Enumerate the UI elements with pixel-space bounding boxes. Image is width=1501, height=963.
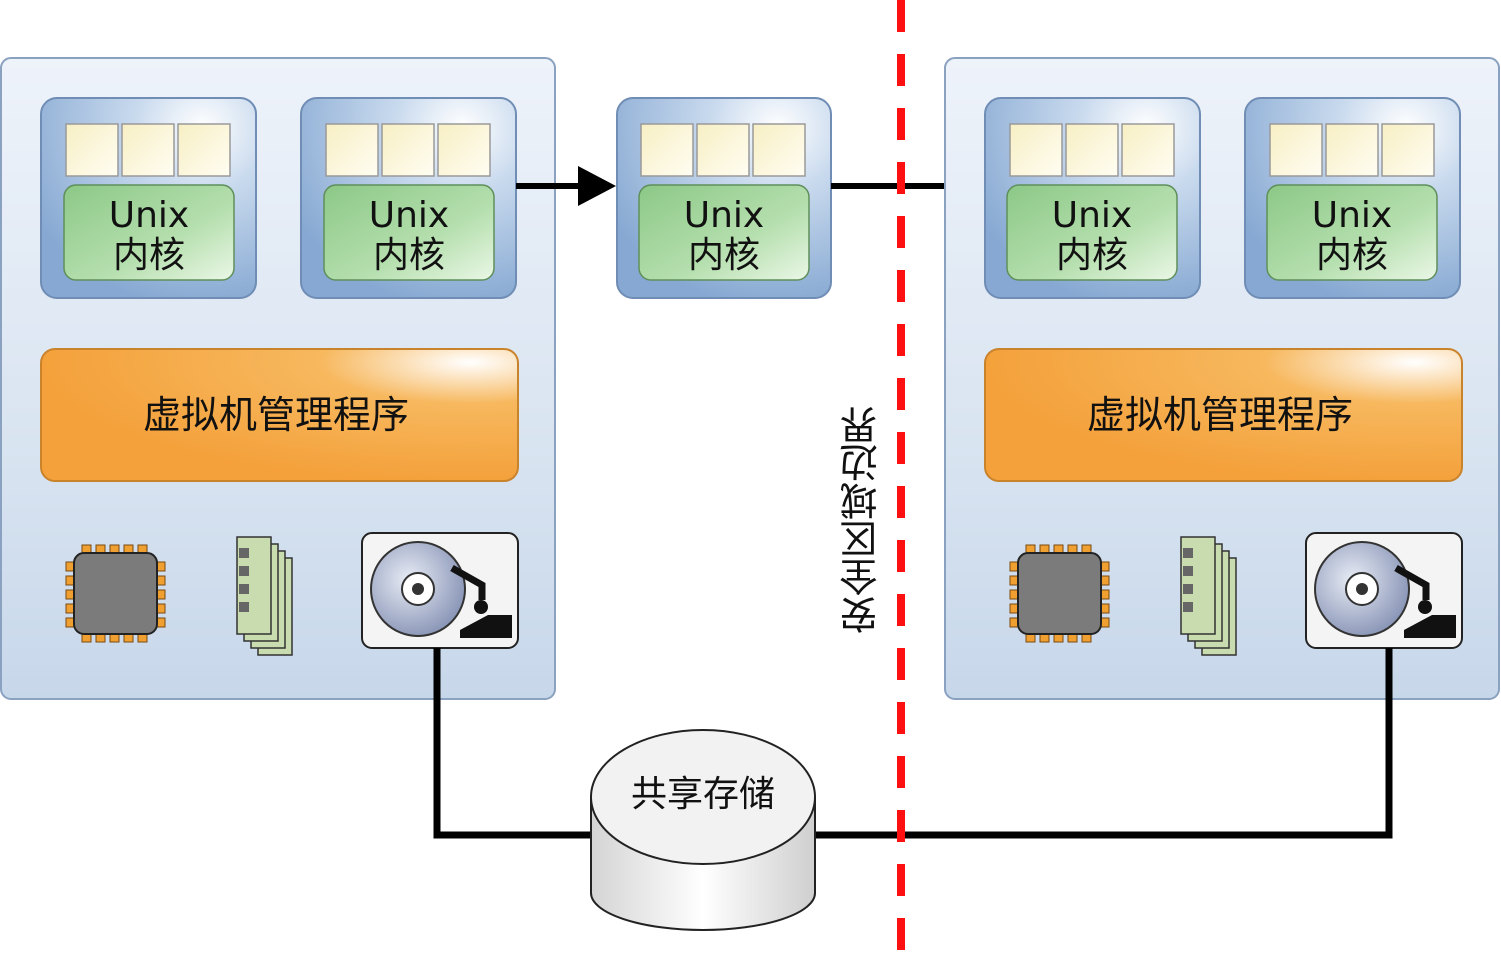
kernel-label-line1: Unix	[1051, 195, 1133, 236]
kernel-label-line1: Unix	[368, 195, 450, 236]
cpu-icon	[65, 544, 166, 643]
arrow-right-icon	[516, 166, 616, 206]
unix-kernel-box	[1006, 184, 1178, 281]
app-slot	[1121, 123, 1175, 177]
kernel-label-line2: 内核	[687, 235, 760, 276]
host-right-hypervisor	[984, 348, 1463, 482]
hypervisor-label: 虚拟机管理程序	[142, 393, 409, 437]
kernel-label-line2: 内核	[1055, 235, 1128, 276]
kernel-label: Unix 内核	[1007, 196, 1177, 276]
kernel-label: Unix 内核	[1267, 196, 1437, 276]
kernel-label-line1: Unix	[1311, 195, 1393, 236]
app-slot	[696, 123, 750, 177]
kernel-label-line2: 内核	[112, 235, 185, 276]
kernel-label-line2: 内核	[1315, 235, 1388, 276]
unix-kernel-box	[63, 184, 235, 281]
kernel-label-line2: 内核	[372, 235, 445, 276]
app-slot	[1009, 123, 1063, 177]
host-right-vm-2	[1244, 97, 1461, 299]
app-slot	[437, 123, 491, 177]
kernel-label: Unix 内核	[639, 196, 809, 276]
shared-storage-label: 共享存储	[630, 774, 775, 815]
host-right	[944, 57, 1500, 700]
kernel-label-line1: Unix	[683, 195, 765, 236]
app-slot	[65, 123, 119, 177]
disk-icon	[1305, 532, 1463, 649]
app-slot	[640, 123, 694, 177]
kernel-label: Unix 内核	[64, 196, 234, 276]
kernel-label: Unix 内核	[324, 196, 494, 276]
app-slot	[752, 123, 806, 177]
disk-icon	[361, 532, 519, 649]
storage-connector-right	[815, 648, 1393, 839]
kernel-label-line1: Unix	[108, 195, 190, 236]
app-slot	[325, 123, 379, 177]
app-slot	[177, 123, 231, 177]
host-left	[0, 57, 556, 700]
memory-icon	[236, 536, 293, 656]
memory-icon	[1180, 536, 1237, 656]
app-slot	[1325, 123, 1379, 177]
host-left-vm-1	[40, 97, 257, 299]
storage-cylinder-icon	[590, 729, 816, 931]
app-slot	[1381, 123, 1435, 177]
host-right-vm-1	[984, 97, 1201, 299]
security-boundary-label: 安全区域边界	[840, 406, 884, 634]
app-slot	[381, 123, 435, 177]
unix-kernel-box	[638, 184, 810, 281]
storage-connector-left	[433, 648, 592, 839]
host-left-vm-2	[300, 97, 517, 299]
cpu-icon	[1009, 544, 1110, 643]
host-left-hypervisor	[40, 348, 519, 482]
hypervisor-label: 虚拟机管理程序	[1086, 393, 1353, 437]
unix-kernel-box	[323, 184, 495, 281]
unix-kernel-box	[1266, 184, 1438, 281]
app-slot	[121, 123, 175, 177]
app-slot	[1065, 123, 1119, 177]
migrating-vm	[616, 97, 832, 299]
app-slot	[1269, 123, 1323, 177]
